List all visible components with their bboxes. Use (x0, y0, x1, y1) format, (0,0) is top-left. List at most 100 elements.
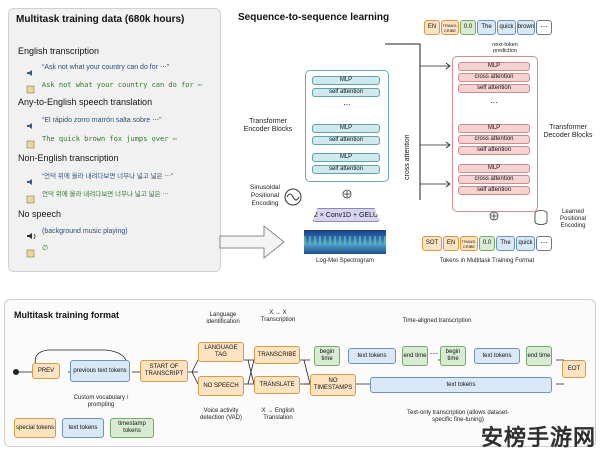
flow-arrow (219, 224, 285, 260)
text-only-label: Text-only transcription (allows dataset-… (406, 410, 510, 423)
add-icon (342, 189, 352, 199)
audio-line: “Ask not what your country can do for ⋯” (42, 64, 170, 71)
database-icon (534, 210, 548, 225)
language-identification-label: Language identification (206, 312, 240, 325)
speaker-icon (26, 64, 36, 76)
decoder-cross-attention: cross attention (458, 73, 530, 82)
transcribe-token: TRANSCRIBE (254, 346, 300, 364)
note-icon (26, 136, 36, 149)
section-heading-translation: Any-to-English speech translation (18, 97, 153, 107)
decoder-mlp: MLP (458, 62, 530, 71)
spectrogram-label: Log-Mel Spectrogram (316, 258, 374, 264)
sequence-ellipsis: ⋯ (429, 348, 439, 358)
text-tokens: text tokens (474, 348, 520, 364)
no-timestamps-token: NO TIMESTAMPS (310, 374, 356, 396)
decoder-cross-attention: cross attention (458, 175, 530, 184)
decoder-mlp: MLP (458, 164, 530, 173)
add-icon (489, 211, 499, 221)
eot-token: EOT (562, 360, 586, 378)
decoder-mlp: MLP (458, 124, 530, 133)
encoder-mlp: MLP (312, 124, 380, 133)
begin-time-token: begin time (314, 346, 340, 366)
music-speaker-icon (26, 228, 38, 240)
text-tokens-wide: text tokens (370, 377, 552, 393)
encoder-mlp: MLP (312, 153, 380, 162)
training-data-panel (8, 8, 221, 272)
encoder-mlp: MLP (312, 76, 380, 85)
text-line: 언덕 위에 올라 내려다보면 너무나 넓고 넓은 ⋯ (42, 191, 169, 198)
section-heading-no-speech: No speech (18, 209, 62, 219)
text-tokens: text tokens (348, 348, 396, 364)
token-transcribe: TRANS-CRIBE (441, 20, 459, 35)
token-text: The (496, 236, 515, 251)
section-heading-english: English transcription (18, 46, 100, 56)
decoder-stack (452, 56, 538, 212)
end-time-token: end time (402, 346, 428, 366)
note-icon (26, 245, 36, 258)
encoder-label: Transformer Encoder Blocks (243, 118, 293, 133)
start-of-transcript: START OF TRANSCRIPT (140, 360, 188, 382)
token-text: brown (517, 20, 535, 35)
tokens-caption: Tokens in Multitask Training Format (439, 258, 535, 264)
watermark-logo: 安榜手游网 (480, 426, 596, 451)
token-text: quick (497, 20, 516, 35)
audio-line: “El rápido zorro marrón salta sobre ⋯” (42, 117, 162, 124)
decoder-label: Transformer Decoder Blocks (543, 124, 593, 139)
legend-text-tokens: text tokens (62, 418, 104, 438)
token-sot: SOT (422, 236, 442, 251)
encoder-self-attention: self attention (312, 165, 380, 174)
audio-line: (background music playing) (42, 228, 128, 235)
token-en: EN (443, 236, 459, 251)
token-time: 0.0 (460, 20, 476, 35)
text-line: Ask not what your country can do for ⋯ (42, 81, 203, 89)
encoder-stack (305, 70, 389, 182)
speaker-icon (26, 117, 36, 129)
prev-token: PREV (32, 363, 60, 379)
encoder-self-attention: self attention (312, 136, 380, 145)
vad-label: Voice activity detection (VAD) (200, 408, 242, 421)
text-line: The quick brown fox jumps over ⋯ (42, 135, 177, 143)
token-ellipsis: ⋯ (536, 20, 552, 35)
note-icon (26, 191, 36, 204)
time-aligned-label: Time-aligned transcription (402, 318, 472, 324)
previous-text-tokens: previous text tokens (70, 360, 130, 382)
begin-time-token: begin time (440, 346, 466, 366)
encoder-dots: ⋯ (343, 100, 351, 109)
audio-line: “언덕 위에 올라 내려다보면 너무나 넓고 넓은 ⋯” (42, 173, 174, 180)
token-time: 0.0 (479, 236, 495, 251)
next-token-label: next-token prediction (492, 42, 518, 54)
encoder-self-attention: self attention (312, 88, 380, 97)
spectrogram-bands (304, 236, 386, 244)
token-text: quick (516, 236, 535, 251)
format-title: Multitask training format (14, 310, 120, 320)
legend-special-tokens: special tokens (14, 418, 56, 438)
decoder-self-attention: self attention (458, 84, 530, 93)
token-transcribe: TRANS-CRIBE (460, 236, 478, 251)
speaker-icon (26, 173, 36, 185)
positional-encoding-label: Sinusoidal Positional Encoding (250, 184, 280, 207)
token-ellipsis: ⋯ (536, 236, 552, 251)
decoder-self-attention: self attention (458, 186, 530, 195)
note-icon (26, 81, 36, 94)
decoder-cross-attention: cross attention (458, 135, 530, 144)
x-to-english-label: X → English Translation (261, 408, 295, 421)
custom-vocab-label: Custom vocabulary / prompting (73, 395, 129, 408)
x-to-x-label: X → X Transcription (260, 310, 296, 323)
decoder-self-attention: self attention (458, 146, 530, 155)
token-en: EN (424, 20, 440, 35)
language-tag: LANGUAGE TAG (198, 342, 244, 362)
legend-timestamp-tokens: timestamp tokens (110, 418, 154, 438)
training-data-title: Multitask training data (680k hours) (16, 14, 185, 25)
translate-token: TRANSLATE (254, 376, 300, 394)
end-time-token: end time (526, 346, 552, 366)
no-speech-token: NO SPEECH (198, 376, 244, 396)
architecture-title: Sequence-to-sequence learning (238, 12, 390, 23)
learned-positional-label: Learned Positional Encoding (559, 209, 586, 229)
sine-icon (284, 188, 302, 206)
cross-attention-arrows (385, 43, 451, 200)
conv-block: 2 × Conv1D + GELU (312, 208, 380, 222)
section-heading-non-english: Non-English transcription (18, 153, 119, 163)
text-line: ∅ (42, 245, 49, 252)
token-text: The (477, 20, 496, 35)
decoder-dots: ⋯ (490, 98, 498, 107)
